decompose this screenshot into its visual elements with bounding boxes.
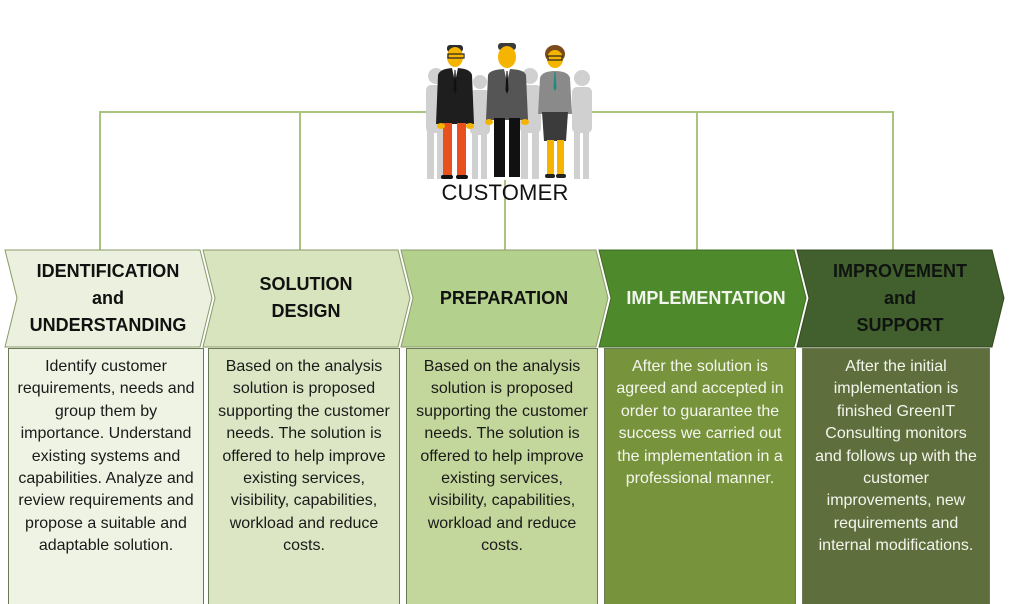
stage-5-description: After the initial implementation is fini…	[802, 348, 990, 604]
person-center	[485, 43, 529, 177]
person-right	[538, 45, 572, 178]
stage-5-chevron	[796, 249, 1005, 348]
customer-label: CUSTOMER	[441, 180, 569, 205]
stage-2-title: SOLUTION DESIGN	[259, 274, 353, 321]
stage-1-chevron	[4, 249, 213, 348]
stage-3-description: Based on the analysis solution is propos…	[406, 348, 598, 604]
stage-1-description: Identify customer requirements, needs an…	[8, 348, 204, 604]
customer-group-illustration	[426, 43, 592, 179]
stage-2-chevron	[202, 249, 411, 348]
stage-2-description: Based on the analysis solution is propos…	[208, 348, 400, 604]
stage-4-title: IMPLEMENTATION	[626, 287, 786, 308]
stage-5-title: IMPROVEMENT and SUPPORT	[832, 260, 967, 335]
stage-1-title: IDENTIFICATION and UNDERSTANDING	[29, 260, 187, 335]
stage-3-title: PREPARATION	[439, 287, 569, 308]
stage-4-description: After the solution is agreed and accepte…	[604, 348, 796, 604]
stage-chevrons	[4, 249, 1005, 348]
person-left	[436, 45, 474, 179]
background-people	[426, 68, 592, 179]
stage-4-chevron	[598, 249, 807, 348]
stage-3-chevron	[400, 249, 609, 348]
